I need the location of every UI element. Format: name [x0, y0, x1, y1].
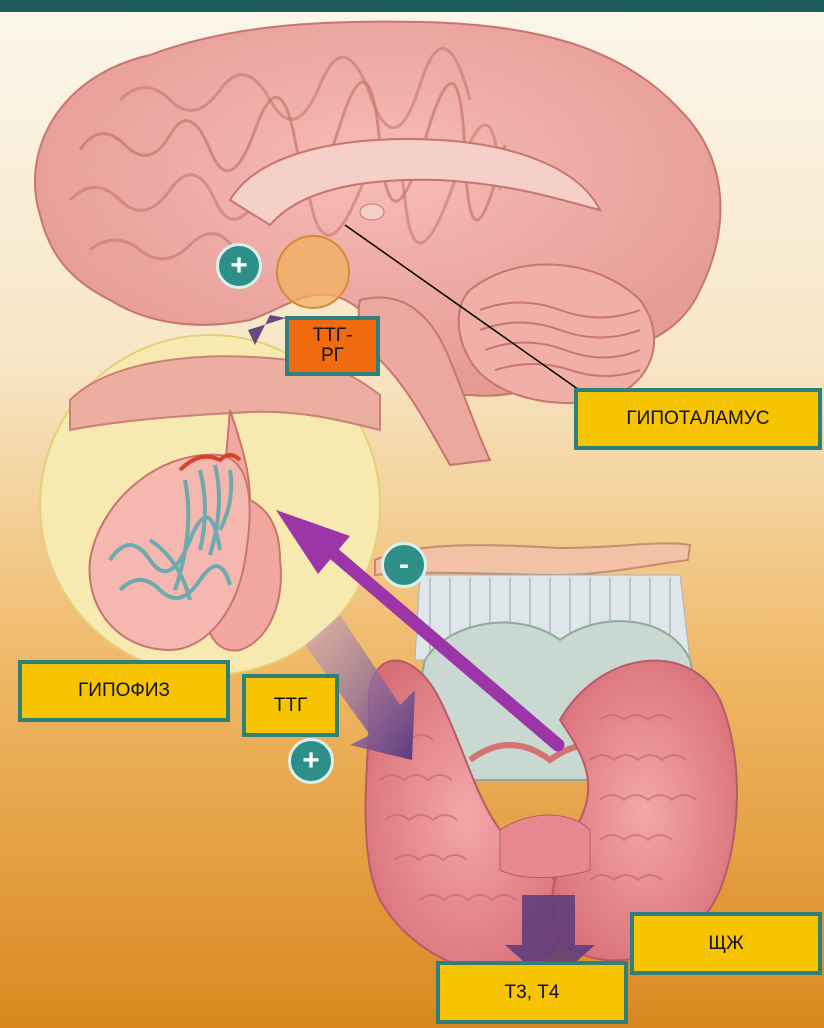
pituitary-text: ГИПОФИЗ: [78, 681, 170, 701]
feedback-minus-sign: -: [381, 542, 427, 588]
tsh-plus-sign: +: [288, 738, 334, 784]
tsh-text: ТТГ: [274, 696, 308, 716]
tsh-rh-label: ТТГ- РГ: [285, 316, 380, 376]
pituitary-label: ГИПОФИЗ: [18, 660, 230, 722]
tsh-plus-text: +: [302, 746, 320, 776]
hypothalamus-plus-sign: +: [216, 243, 262, 289]
tsh-rh-text: ТТГ- РГ: [313, 326, 353, 366]
top-frame: [0, 0, 824, 12]
hormones-label: Т3, Т4: [436, 961, 628, 1024]
hypothalamus-plus-text: +: [230, 251, 248, 281]
thyroid-text: ЩЖ: [708, 934, 743, 954]
hypothalamus-label: ГИПОТАЛАМУС: [574, 388, 822, 450]
thyroid-label: ЩЖ: [630, 912, 822, 975]
hypothalamus-text: ГИПОТАЛАМУС: [626, 409, 769, 429]
feedback-minus-text: -: [399, 550, 409, 580]
hormones-text: Т3, Т4: [505, 983, 560, 1003]
pituitary-illustration: [40, 335, 380, 675]
tsh-label: ТТГ: [242, 674, 339, 737]
